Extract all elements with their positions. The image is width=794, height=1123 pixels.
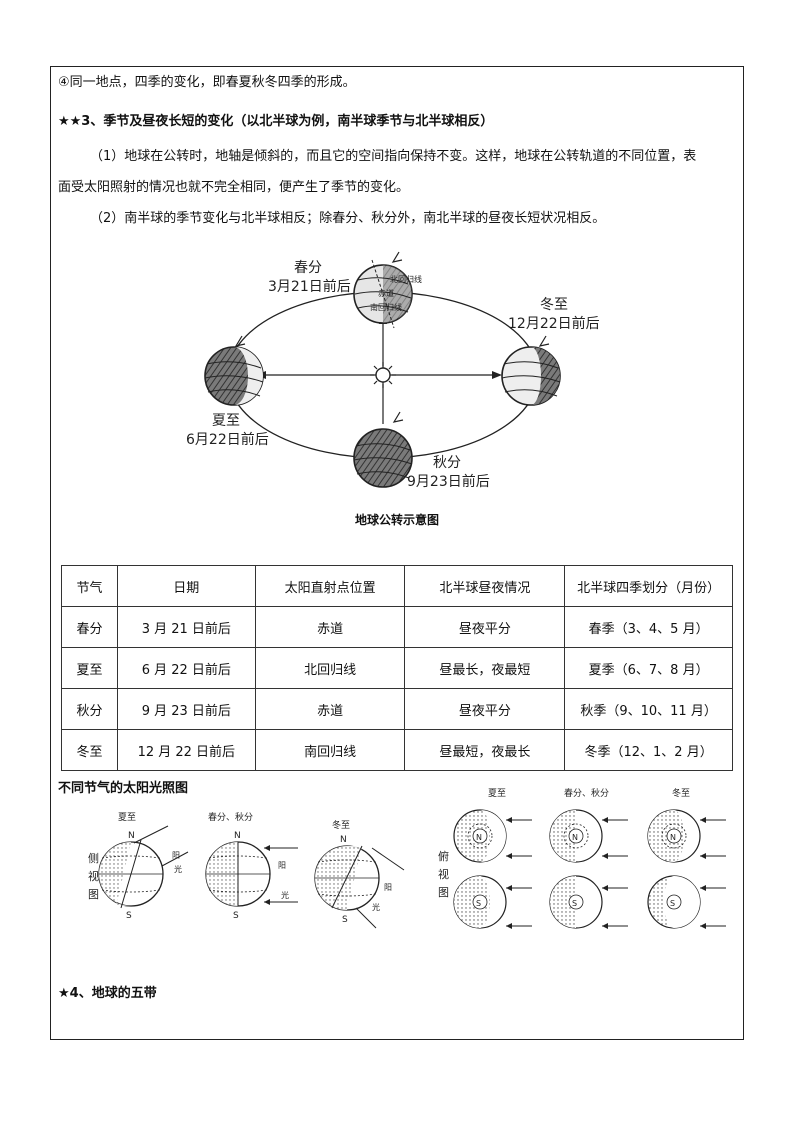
table-header-row: 节气 日期 太阳直射点位置 北半球昼夜情况 北半球四季划分（月份） — [61, 565, 733, 607]
svg-text:N: N — [670, 833, 676, 842]
globe-summer — [204, 335, 264, 406]
south-label: S — [126, 911, 132, 921]
svg-text:北回归线: 北回归线 — [390, 274, 422, 284]
table-cell: 春季（3、4、5 月） — [564, 606, 733, 648]
table-cell: 昼最长，夜最短 — [404, 647, 566, 689]
top-view-char: 视 — [438, 867, 449, 881]
paragraph-2: （2）南半球的季节变化与北半球相反；除春分、秋分外，南北半球的昼夜长短状况相反。 — [90, 211, 606, 226]
table-header: 日期 — [116, 565, 256, 607]
table-header: 北半球昼夜情况 — [404, 565, 566, 607]
summer-label: 夏至 — [118, 812, 136, 823]
svg-text:冬至: 冬至 — [672, 787, 690, 799]
svg-text:夏至: 夏至 — [488, 788, 506, 799]
svg-text:S: S — [342, 915, 348, 925]
paragraph-1-line-1: （1）地球在公转时，地轴是倾斜的，而且它的空间指向保持不变。这样，地球在公转轨道… — [90, 149, 697, 164]
table-header: 太阳直射点位置 — [254, 565, 406, 607]
table-header: 节气 — [61, 565, 118, 607]
table-cell: 赤道 — [254, 688, 406, 730]
globe-spring: 北回归线 赤道 南回归线 — [353, 251, 422, 329]
table-cell: 春分 — [61, 606, 118, 648]
table-cell: 南回归线 — [254, 729, 406, 771]
winter-date: 12月22日前后 — [508, 315, 600, 332]
svg-text:阳: 阳 — [172, 851, 180, 860]
svg-text:N: N — [234, 831, 241, 841]
svg-text:光: 光 — [281, 890, 289, 900]
table-cell: 昼夜平分 — [404, 606, 566, 648]
sun-icon — [370, 362, 396, 388]
svg-text:光: 光 — [372, 902, 380, 912]
table-cell: 冬季（12、1、2 月） — [564, 729, 733, 771]
equinox-label: 春分、秋分 — [208, 811, 253, 823]
section-heading-4: ★4、地球的五带 — [58, 986, 157, 1001]
svg-text:S: S — [670, 899, 675, 908]
spring-date: 3月21日前后 — [268, 278, 351, 295]
spring-name: 春分 — [294, 260, 322, 276]
svg-text:N: N — [340, 835, 347, 845]
winter-label: 冬至 — [332, 819, 350, 831]
table-cell: 昼夜平分 — [404, 688, 566, 730]
table-header: 北半球四季划分（月份） — [564, 565, 733, 607]
svg-text:S: S — [476, 899, 481, 908]
sunlight-title: 不同节气的太阳光照图 — [58, 781, 189, 796]
globe-winter — [501, 335, 561, 406]
globe-autumn — [353, 411, 413, 488]
winter-name: 冬至 — [540, 297, 568, 313]
section-heading-3: ★★3、季节及昼夜长短的变化（以北半球为例，南半球季节与北半球相反） — [58, 114, 494, 129]
side-view-char: 视 — [88, 869, 99, 883]
side-view-char: 图 — [88, 888, 99, 901]
table-cell: 秋季（9、10、11 月） — [564, 688, 733, 730]
svg-text:光: 光 — [174, 864, 182, 874]
svg-text:南回归线: 南回归线 — [370, 302, 402, 312]
north-label: N — [128, 831, 135, 841]
table-cell: 冬至 — [61, 729, 118, 771]
table-row: 夏至 6 月 22 日前后 北回归线 昼最长，夜最短 夏季（6、7、8 月） — [61, 647, 733, 689]
table-cell: 夏季（6、7、8 月） — [564, 647, 733, 689]
paragraph-1-line-2: 面受太阳照射的情况也就不完全相同，便产生了季节的变化。 — [58, 180, 410, 195]
table-cell: 昼最短，夜最长 — [404, 729, 566, 771]
top-view-char: 图 — [438, 886, 449, 899]
table-cell: 夏至 — [61, 647, 118, 689]
top-view-char: 俯 — [438, 849, 449, 863]
svg-text:S: S — [572, 899, 577, 908]
table-cell: 9 月 23 日前后 — [116, 688, 256, 730]
table-row: 冬至 12 月 22 日前后 南回归线 昼最短，夜最长 冬季（12、1、2 月） — [61, 729, 733, 771]
sunlight-diagrams: 侧 视 图 夏至 N S 阳 光 春分、秋分 N S 阳 光 冬至 — [88, 787, 726, 929]
summer-date: 6月22日前后 — [186, 431, 269, 448]
table-cell: 赤道 — [254, 606, 406, 648]
svg-text:春分、秋分: 春分、秋分 — [564, 787, 609, 799]
autumn-date: 9月23日前后 — [407, 473, 490, 490]
svg-text:N: N — [572, 833, 578, 842]
orbit-caption: 地球公转示意图 — [354, 513, 439, 527]
table-row: 春分 3 月 21 日前后 赤道 昼夜平分 春季（3、4、5 月） — [61, 606, 733, 648]
side-view-char: 侧 — [88, 852, 99, 865]
svg-text:阳: 阳 — [278, 861, 286, 870]
table-cell: 北回归线 — [254, 647, 406, 689]
seasons-table: 节气 日期 太阳直射点位置 北半球昼夜情况 北半球四季划分（月份） 春分 3 月… — [61, 565, 733, 771]
content-frame — [50, 66, 744, 1040]
table-cell: 6 月 22 日前后 — [116, 647, 256, 689]
table-row: 秋分 9 月 23 日前后 赤道 昼夜平分 秋季（9、10、11 月） — [61, 688, 733, 730]
text-line-seasons: ④同一地点，四季的变化，即春夏秋冬四季的形成。 — [58, 75, 356, 90]
svg-text:赤道: 赤道 — [378, 288, 394, 298]
svg-text:阳: 阳 — [384, 883, 392, 892]
svg-text:N: N — [476, 833, 482, 842]
table-cell: 12 月 22 日前后 — [116, 729, 256, 771]
summer-name: 夏至 — [212, 413, 240, 429]
table-cell: 秋分 — [61, 688, 118, 730]
autumn-name: 秋分 — [433, 455, 461, 471]
orbit-diagram: 北回归线 赤道 南回归线 春分 3月21日前后 夏至 6月22日前后 冬至 12… — [186, 251, 600, 490]
table-cell: 3 月 21 日前后 — [116, 606, 256, 648]
svg-text:S: S — [233, 911, 239, 921]
